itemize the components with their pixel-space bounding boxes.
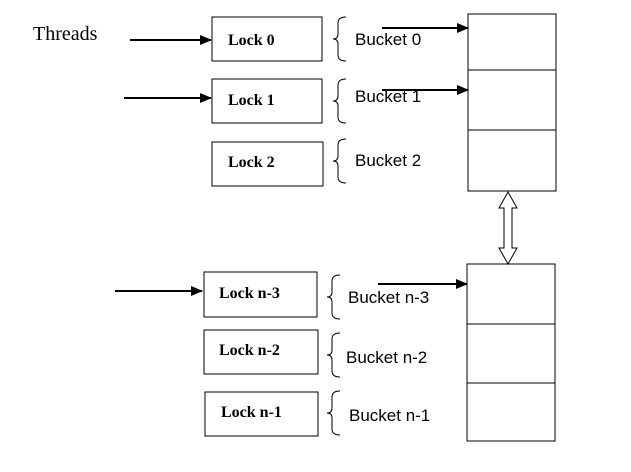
bucket-slot-2 (467, 129, 557, 192)
lock-n-2-label: Lock n-2 (219, 342, 280, 359)
bucket-slot-n-2 (466, 323, 556, 384)
bucket-table-bottom (466, 263, 556, 442)
bucket-n-2-label: Bucket n-2 (346, 348, 427, 367)
bucket-n-1-label: Bucket n-1 (349, 406, 430, 425)
lock-2-label: Lock 2 (228, 154, 275, 171)
brace-0 (332, 16, 347, 62)
lock-2-box: Lock 2 (211, 141, 324, 187)
bucket-1-label: Bucket 1 (355, 87, 421, 106)
bucket-0-label: Bucket 0 (355, 30, 421, 49)
lock-n-1-box: Lock n-1 (204, 391, 319, 437)
brace-n-3 (326, 274, 341, 320)
lock-n-2-box: Lock n-2 (203, 329, 319, 375)
continuation-double-arrow (498, 190, 518, 266)
bucket-slot-0 (467, 13, 557, 71)
lock-1-box: Lock 1 (211, 78, 323, 124)
bucket-slot-n-3 (466, 263, 556, 325)
lock-0-label: Lock 0 (228, 32, 275, 49)
bucket-table-top (467, 13, 557, 192)
lock-0-box: Lock 0 (211, 16, 323, 62)
brace-n-1 (326, 390, 341, 436)
lock-n-3-label: Lock n-3 (219, 285, 280, 302)
bucket-slot-1 (467, 69, 557, 131)
bucket-2-label: Bucket 2 (355, 151, 421, 170)
bucket-slot-n-1 (466, 382, 556, 442)
lock-1-label: Lock 1 (228, 92, 275, 109)
brace-2 (332, 138, 347, 184)
brace-1 (332, 78, 347, 124)
bucket-n-3-label: Bucket n-3 (348, 288, 429, 307)
brace-n-2 (326, 332, 341, 378)
lock-n-3-box: Lock n-3 (203, 271, 318, 318)
threads-label: Threads (33, 23, 98, 45)
lock-n-1-label: Lock n-1 (221, 404, 282, 421)
